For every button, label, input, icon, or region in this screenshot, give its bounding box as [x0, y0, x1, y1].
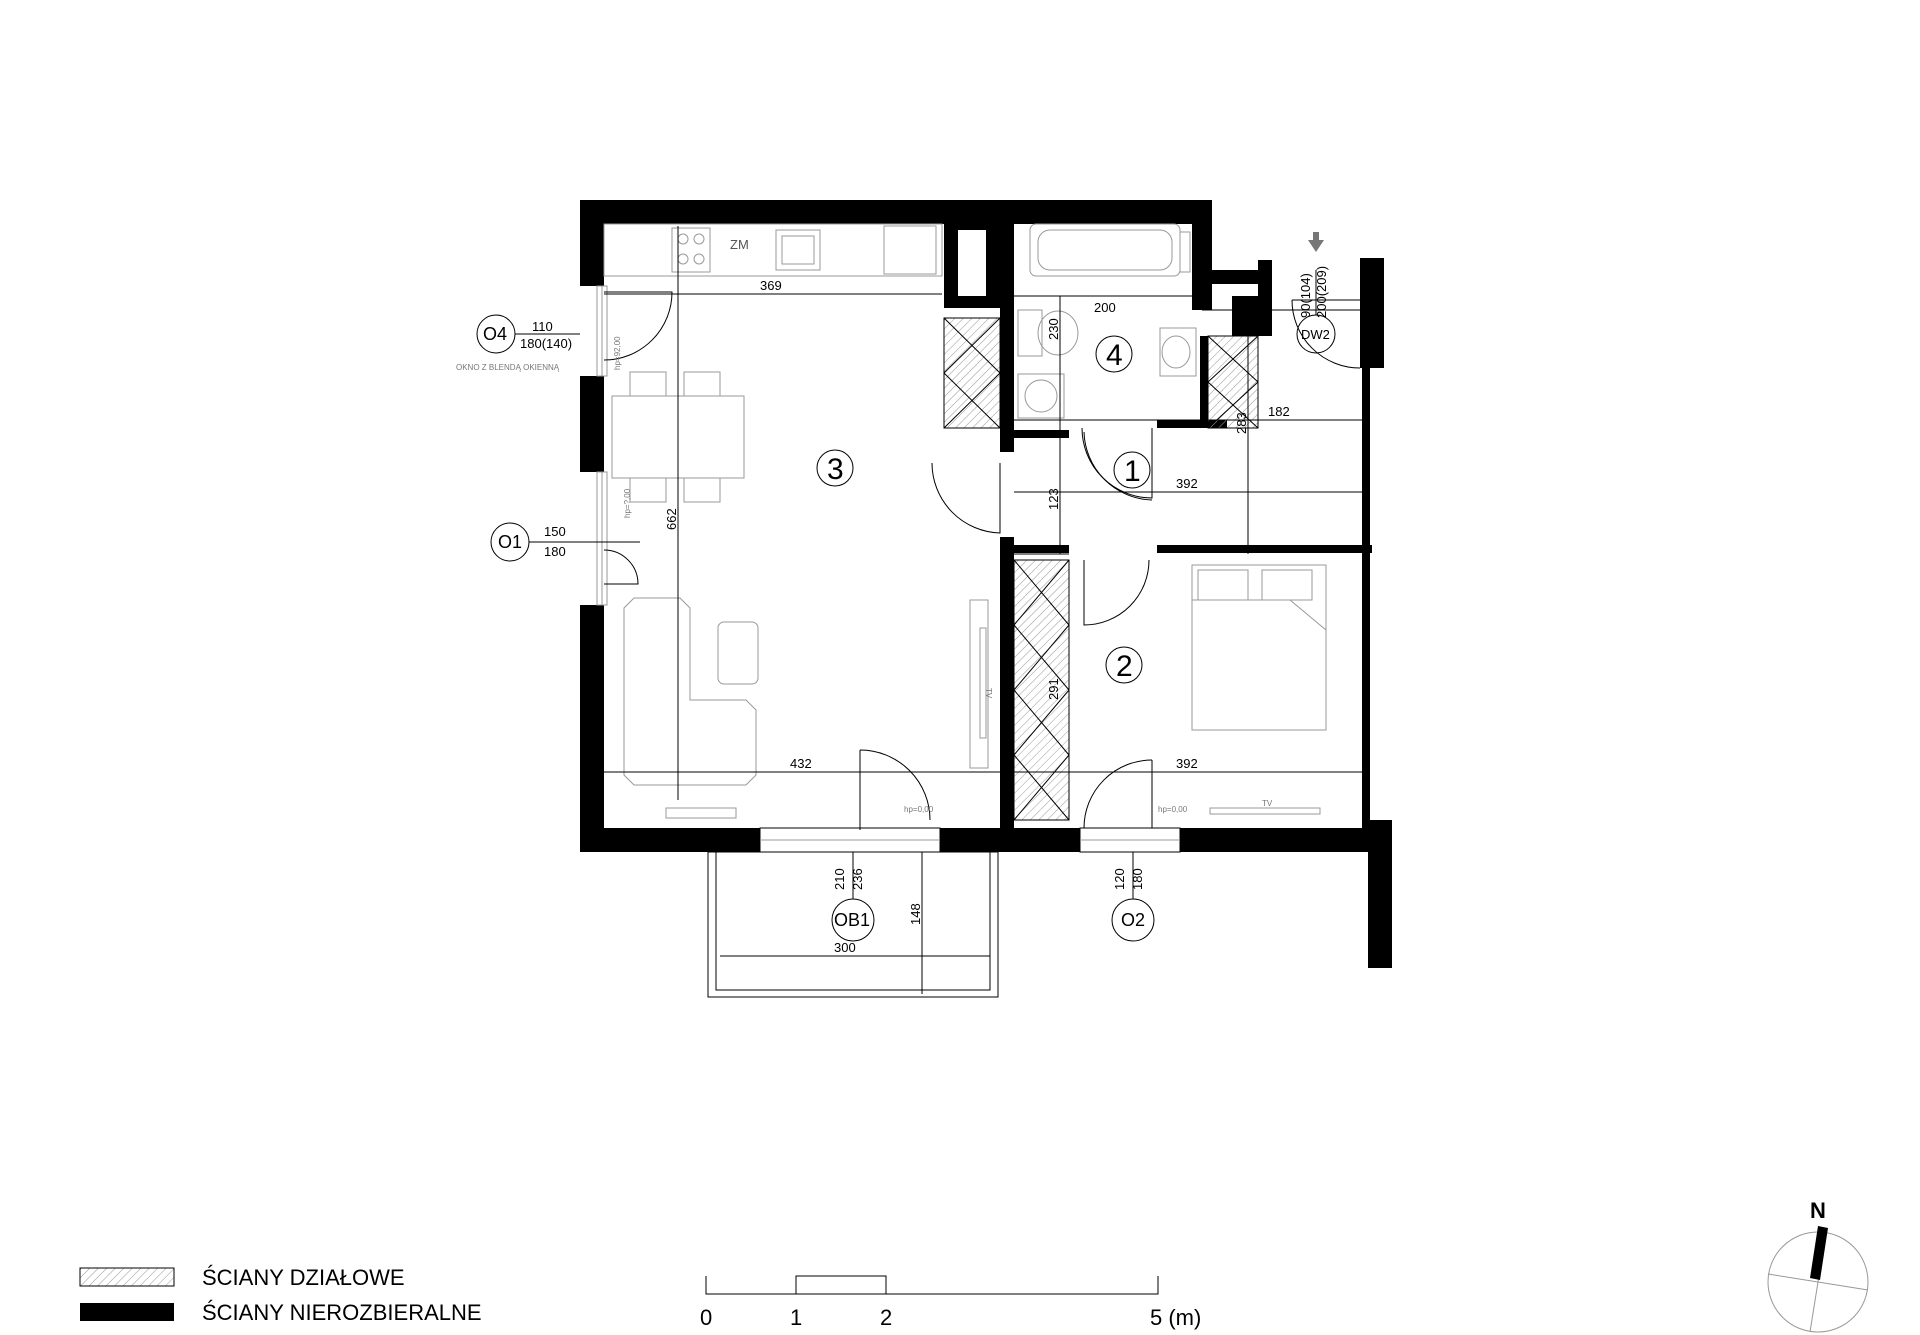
room-4-marker: 4 — [1095, 335, 1133, 373]
scale-tick-2: 2 — [880, 1305, 892, 1330]
legend-loadbearing-swatch — [80, 1303, 174, 1321]
dim-closet-height: 283 — [1234, 412, 1249, 434]
opening-tags: O4 110 180(140) OKNO Z BLENDĄ OKIENNĄ O1… — [456, 232, 1336, 942]
dim-entry-door-width: 134 — [1236, 300, 1258, 315]
dim-hall-depth: 123 — [1046, 488, 1061, 510]
dim-balcony-depth: 148 — [908, 903, 923, 925]
room-1-number: 1 — [1124, 455, 1141, 488]
ob1-tag: OB1 — [834, 910, 870, 930]
north-needle-icon — [1810, 1226, 1828, 1280]
opening-tag-o2: O2 120 180 — [1111, 852, 1155, 942]
scale-tick-0: 0 — [700, 1305, 712, 1330]
partition-walls — [943, 317, 1259, 821]
dim-balcony-width: 300 — [834, 940, 856, 955]
o1-height: 180 — [544, 544, 566, 559]
room-3-marker: 3 — [816, 449, 854, 487]
o4-note: OKNO Z BLENDĄ OKIENNĄ — [456, 363, 560, 372]
doors — [603, 291, 1361, 830]
zm-label: ZM — [730, 237, 749, 252]
dim-kitchen-width: 369 — [760, 278, 782, 293]
hp-sill-1: hp=0,00 — [904, 805, 934, 814]
dim-living-height: 662 — [664, 508, 679, 530]
o1-width: 150 — [544, 524, 566, 539]
opening-tag-o1: O1 150 180 — [490, 522, 640, 562]
load-bearing-walls — [580, 200, 1392, 968]
legend-partition-label: ŚCIANY DZIAŁOWE — [202, 1265, 405, 1290]
hp-sill-3: hp=92,00 — [613, 336, 622, 370]
o2-tag: O2 — [1121, 910, 1145, 930]
north-arrow: N — [1767, 1198, 1869, 1333]
scale-tick-1: 1 — [790, 1305, 802, 1330]
dim-hall-width: 392 — [1176, 476, 1198, 491]
o2-height: 180 — [1130, 868, 1145, 890]
room-3-number: 3 — [827, 453, 844, 486]
o4-tag: O4 — [483, 324, 507, 344]
entrance-arrow-icon — [1308, 240, 1324, 252]
room-2-marker: 2 — [1105, 646, 1143, 684]
scale-bar: 0 1 2 5 (m) — [700, 1275, 1201, 1330]
dim-bath-height: 230 — [1046, 318, 1061, 340]
dim-bedroom-height: 291 — [1046, 678, 1061, 700]
fixture-labels: ZM TV TV hp=0,00 hp=0,00 hp=92,00 hp=?,0… — [613, 237, 1273, 814]
hp-sill-2: hp=0,00 — [1158, 805, 1188, 814]
room-1-marker: 1 — [1113, 451, 1151, 489]
hp-sill-4: hp=?,00 — [623, 488, 632, 518]
windows — [596, 285, 1181, 853]
tv-living-label: TV — [984, 688, 993, 699]
ob1-height: 236 — [850, 868, 865, 890]
dimension-labels: 369 662 432 200 230 123 392 283 182 134 … — [664, 278, 1290, 955]
tv-bedroom-label: TV — [1262, 799, 1273, 808]
dimension-lines — [604, 226, 1362, 994]
legend-partition-swatch — [79, 1267, 175, 1287]
dw2-tag: DW2 — [1301, 327, 1330, 342]
legend-loadbearing-label: ŚCIANY NIEROZBIERALNE — [202, 1300, 482, 1325]
dim-living-width: 432 — [790, 756, 812, 771]
room-numbers: 1 2 3 4 — [816, 335, 1151, 684]
o4-width: 110 — [532, 319, 553, 334]
dw2-height: 200(209) — [1314, 266, 1329, 318]
room-4-number: 4 — [1106, 339, 1123, 372]
opening-tag-o4: O4 110 180(140) OKNO Z BLENDĄ OKIENNĄ — [456, 314, 580, 372]
o2-width: 120 — [1112, 868, 1127, 890]
dim-bedroom-width: 392 — [1176, 756, 1198, 771]
north-label: N — [1810, 1198, 1826, 1223]
dim-bath-width: 200 — [1094, 300, 1116, 315]
opening-tag-dw2: DW2 90(104) 200(209) — [1296, 232, 1336, 354]
room-2-number: 2 — [1116, 650, 1133, 683]
scale-tick-5: 5 (m) — [1150, 1305, 1201, 1330]
o1-tag: O1 — [498, 532, 522, 552]
ob1-width: 210 — [832, 868, 847, 890]
dw2-width: 90(104) — [1298, 273, 1313, 318]
dim-entry-width: 182 — [1268, 404, 1290, 419]
legend: ŚCIANY DZIAŁOWE ŚCIANY NIEROZBIERALNE — [79, 1265, 482, 1325]
o4-height: 180(140) — [520, 336, 572, 351]
opening-tag-ob1: OB1 210 236 — [831, 852, 875, 942]
